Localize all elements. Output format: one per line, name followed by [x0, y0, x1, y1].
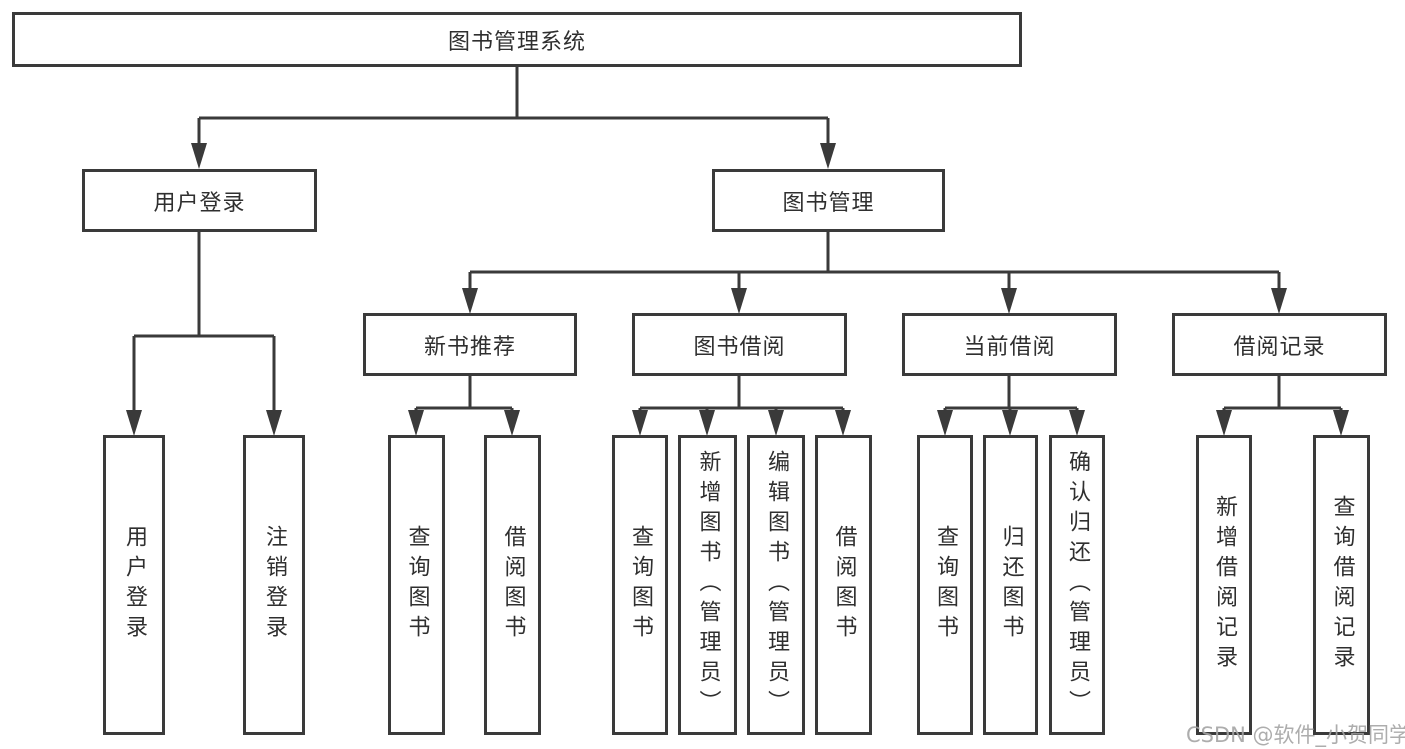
arrowhead-icon: [1001, 288, 1017, 314]
leaf-newbook-query-books: 查询图书: [388, 435, 445, 735]
leaf-record-query-borrow-record-label: 查询借阅记录: [1329, 495, 1355, 675]
connector-borrow-record-to-leaves: [1222, 376, 1343, 414]
leaf-current-confirm-return-admin-label: 确认归还（管理员）: [1065, 450, 1090, 720]
leaf-borrow-query-books-label: 查询图书: [628, 525, 653, 645]
connector-current-borrow-to-leaves: [943, 376, 1079, 414]
node-current-borrow-label: 当前借阅: [963, 334, 1056, 360]
leaf-newbook-borrow-books: 借阅图书: [484, 435, 541, 735]
leaf-current-return-books-label: 归还图书: [998, 525, 1024, 645]
connector-root-to-level2: [197, 66, 830, 148]
leaf-record-add-borrow-record-label: 新增借阅记录: [1212, 495, 1237, 675]
leaf-current-confirm-return-admin: 确认归还（管理员）: [1049, 435, 1105, 735]
leaf-borrow-add-books-admin: 新增图书（管理员）: [678, 435, 737, 735]
node-borrow-record: 借阅记录: [1172, 313, 1387, 376]
node-root-system: 图书管理系统: [12, 12, 1022, 67]
leaf-borrow-add-books-admin-label: 新增图书（管理员）: [695, 450, 721, 720]
arrowhead-icon: [1333, 410, 1349, 436]
arrowhead-icon: [699, 410, 715, 436]
arrowhead-icon: [731, 288, 747, 314]
connector-book-borrow-to-leaves: [638, 376, 845, 414]
arrowhead-icon: [1216, 410, 1232, 436]
leaf-borrow-edit-books-admin-label: 编辑图书（管理员）: [764, 450, 789, 720]
node-root-label: 图书管理系统: [447, 29, 586, 55]
node-user-login-label: 用户登录: [153, 190, 246, 216]
arrowhead-icon: [820, 143, 836, 169]
leaf-newbook-query-books-label: 查询图书: [404, 525, 430, 645]
leaf-borrow-edit-books-admin: 编辑图书（管理员）: [747, 435, 805, 735]
arrowhead-icon: [632, 410, 648, 436]
connector-user-login-to-leaves: [132, 232, 276, 416]
node-current-borrow: 当前借阅: [902, 313, 1117, 376]
leaf-user-login: 用户登录: [103, 435, 165, 735]
leaf-record-query-borrow-record: 查询借阅记录: [1313, 435, 1370, 735]
arrowhead-icon: [1069, 410, 1085, 436]
leaf-borrow-borrow-books-label: 借阅图书: [831, 525, 857, 645]
csdn-watermark: CSDN @软件_小贺同学: [1186, 723, 1405, 747]
leaf-current-query-books-label: 查询图书: [933, 525, 958, 645]
arrowhead-icon: [1002, 410, 1018, 436]
arrowhead-icon: [835, 410, 851, 436]
node-new-book-recommend: 新书推荐: [363, 313, 577, 376]
leaf-borrow-borrow-books: 借阅图书: [815, 435, 872, 735]
node-book-borrow: 图书借阅: [632, 313, 847, 376]
leaf-user-login-label: 用户登录: [122, 525, 147, 645]
leaf-borrow-query-books: 查询图书: [612, 435, 668, 735]
leaf-newbook-borrow-books-label: 借阅图书: [500, 525, 526, 645]
arrowhead-icon: [937, 410, 953, 436]
node-book-borrow-label: 图书借阅: [693, 334, 786, 360]
leaf-current-return-books: 归还图书: [983, 435, 1038, 735]
node-user-login: 用户登录: [82, 169, 317, 232]
node-book-management-label: 图书管理: [782, 190, 875, 216]
node-borrow-record-label: 借阅记录: [1233, 334, 1326, 360]
leaf-current-query-books: 查询图书: [917, 435, 973, 735]
leaf-logout: 注销登录: [243, 435, 305, 735]
arrowhead-icon: [408, 410, 424, 436]
arrowhead-icon: [1271, 288, 1287, 314]
connector-book-mgmt-to-level3: [468, 232, 1281, 292]
arrowhead-icon: [266, 410, 282, 436]
arrowhead-icon: [126, 410, 142, 436]
arrowhead-icon: [462, 288, 478, 314]
leaf-record-add-borrow-record: 新增借阅记录: [1196, 435, 1252, 735]
arrowhead-icon: [504, 410, 520, 436]
arrowhead-icon: [768, 410, 784, 436]
connector-new-book-to-leaves: [414, 376, 514, 414]
leaf-logout-label: 注销登录: [262, 525, 287, 645]
arrowhead-icon: [191, 143, 207, 169]
node-new-book-recommend-label: 新书推荐: [423, 334, 516, 360]
node-book-management: 图书管理: [712, 169, 945, 232]
